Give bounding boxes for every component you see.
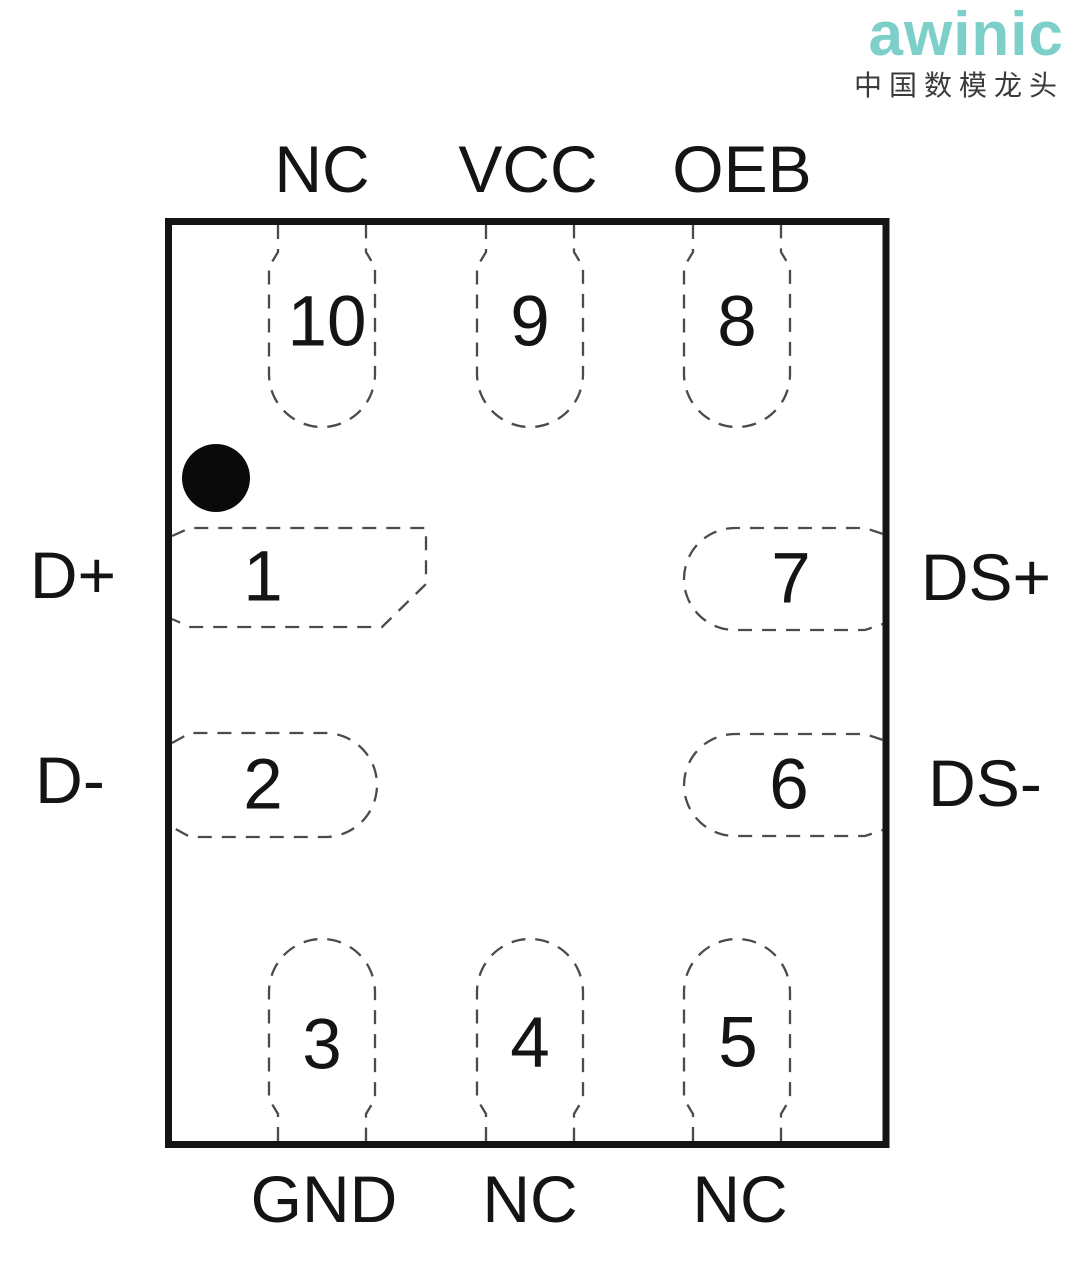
pin-signal-label-6: DS- (928, 746, 1042, 820)
pin-6: 6 (682, 732, 884, 838)
pin-number-6: 6 (769, 746, 809, 825)
pin-7: 7 (682, 526, 884, 632)
pin-4: 4 (475, 937, 585, 1141)
pin-number-2: 2 (243, 746, 283, 825)
pin-signal-label-8: OEB (672, 132, 811, 206)
pin-number-10: 10 (288, 283, 367, 362)
brand-tagline: 中国数模龙头 (853, 70, 1064, 101)
pin-9: 9 (475, 225, 585, 429)
pin-pad-1 (171, 526, 428, 629)
pin-number-4: 4 (510, 1004, 550, 1083)
pin-pad-2 (171, 731, 379, 839)
pin-pad-6 (682, 732, 884, 838)
pin-1: 1 (171, 526, 428, 629)
pin-signal-label-1: D+ (30, 538, 116, 612)
chip-outline (165, 218, 890, 1148)
pin-signal-label-4: NC (482, 1162, 577, 1236)
pin-8: 8 (682, 225, 792, 429)
pin-2: 2 (171, 731, 379, 839)
pin-number-9: 9 (510, 283, 550, 362)
pin-signal-label-10: NC (274, 132, 369, 206)
pin-signal-label-9: VCC (458, 132, 597, 206)
pin-number-7: 7 (771, 540, 811, 619)
pin-number-5: 5 (718, 1004, 758, 1083)
pin1-indicator-dot (182, 444, 250, 512)
pin-10: 10 (267, 225, 377, 429)
pin-pad-7 (682, 526, 884, 632)
brand-wordmark: awinic (868, 0, 1064, 69)
brand-logo: awinic 中国数模龙头 (854, 4, 1064, 100)
pin-number-3: 3 (302, 1006, 342, 1085)
pin-number-8: 8 (717, 283, 757, 362)
pin-signal-label-7: DS+ (921, 540, 1051, 614)
pin-signal-label-5: NC (692, 1162, 787, 1236)
pin-3: 3 (267, 937, 377, 1141)
pin-number-1: 1 (243, 538, 283, 617)
pin-signal-label-3: GND (251, 1162, 398, 1236)
pin-5: 5 (682, 937, 792, 1141)
pin-signal-label-2: D- (35, 743, 105, 817)
